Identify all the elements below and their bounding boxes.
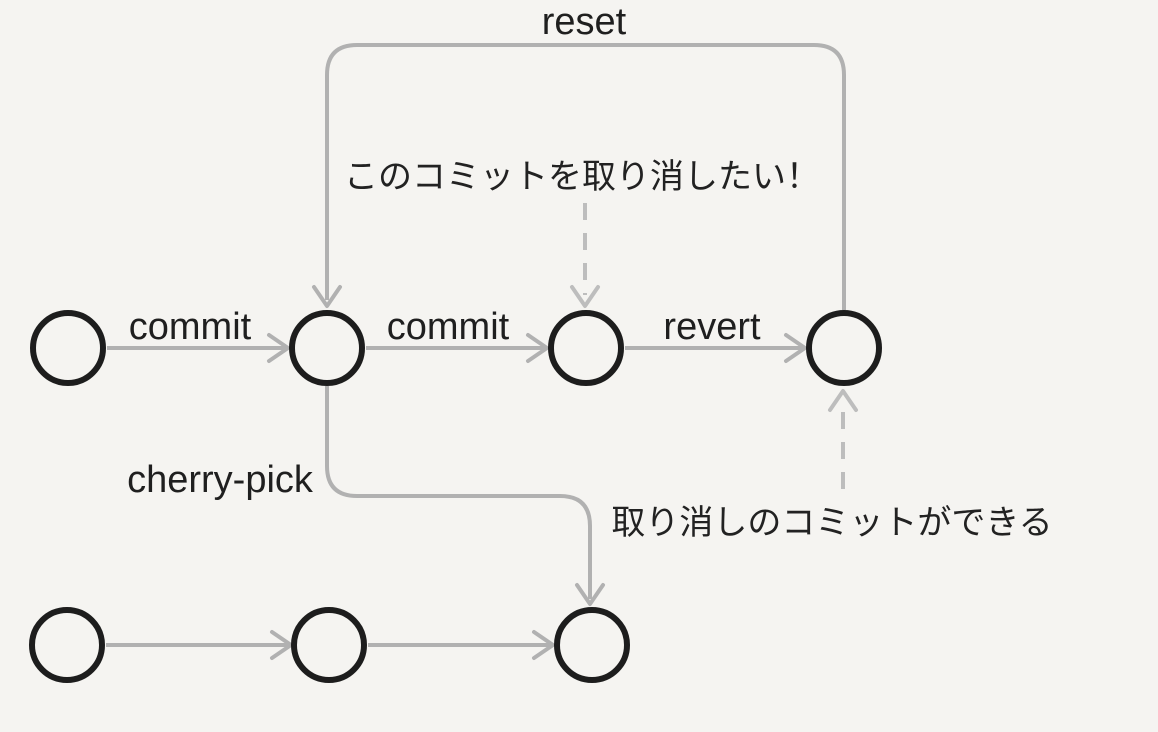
- dashed-arrow-to-third-node: [570, 203, 600, 308]
- edge-bottom-2: [368, 630, 555, 660]
- edge-cherry-pick: [325, 386, 605, 606]
- cherry-pick-arrowhead-icon: [575, 583, 605, 606]
- edge-reset: [312, 43, 846, 310]
- edge-commit-2: [366, 333, 549, 363]
- commit-1-arrowhead-icon: [267, 333, 290, 363]
- dashed-up-arrowhead-icon: [828, 389, 858, 412]
- commit-node-bottom-1: [29, 607, 105, 683]
- annotation-want-to-undo: このコミットを取り消したい！: [344, 158, 820, 196]
- edge-revert: [625, 333, 807, 363]
- revert-arrowhead-icon: [784, 333, 807, 363]
- revert-label: revert: [663, 306, 761, 348]
- commit-node-top-2: [289, 310, 365, 386]
- dashed-arrow-to-fourth-node: [828, 389, 858, 489]
- reset-arc-line: [325, 43, 846, 310]
- cherry-pick-label: cherry-pick: [127, 459, 314, 501]
- edge-commit-1: [107, 333, 290, 363]
- reset-arrowhead-icon: [312, 285, 342, 308]
- edge-bottom-1: [106, 630, 293, 660]
- commit-2-label: commit: [387, 306, 510, 348]
- cherry-pick-curve-line: [325, 386, 592, 599]
- dashed-down-arrowhead-icon: [570, 285, 600, 308]
- bottom-2-arrowhead-icon: [532, 630, 555, 660]
- commit-node-top-4: [806, 310, 882, 386]
- commit-node-top-3: [548, 310, 624, 386]
- commit-node-top-1: [30, 310, 106, 386]
- reset-label: reset: [542, 1, 627, 43]
- commit-node-bottom-2: [291, 607, 367, 683]
- annotation-revert-creates-commit: 取り消しのコミットができる: [611, 504, 1052, 542]
- commit-2-arrowhead-icon: [526, 333, 549, 363]
- commit-1-label: commit: [129, 306, 252, 348]
- commit-node-bottom-3: [554, 607, 630, 683]
